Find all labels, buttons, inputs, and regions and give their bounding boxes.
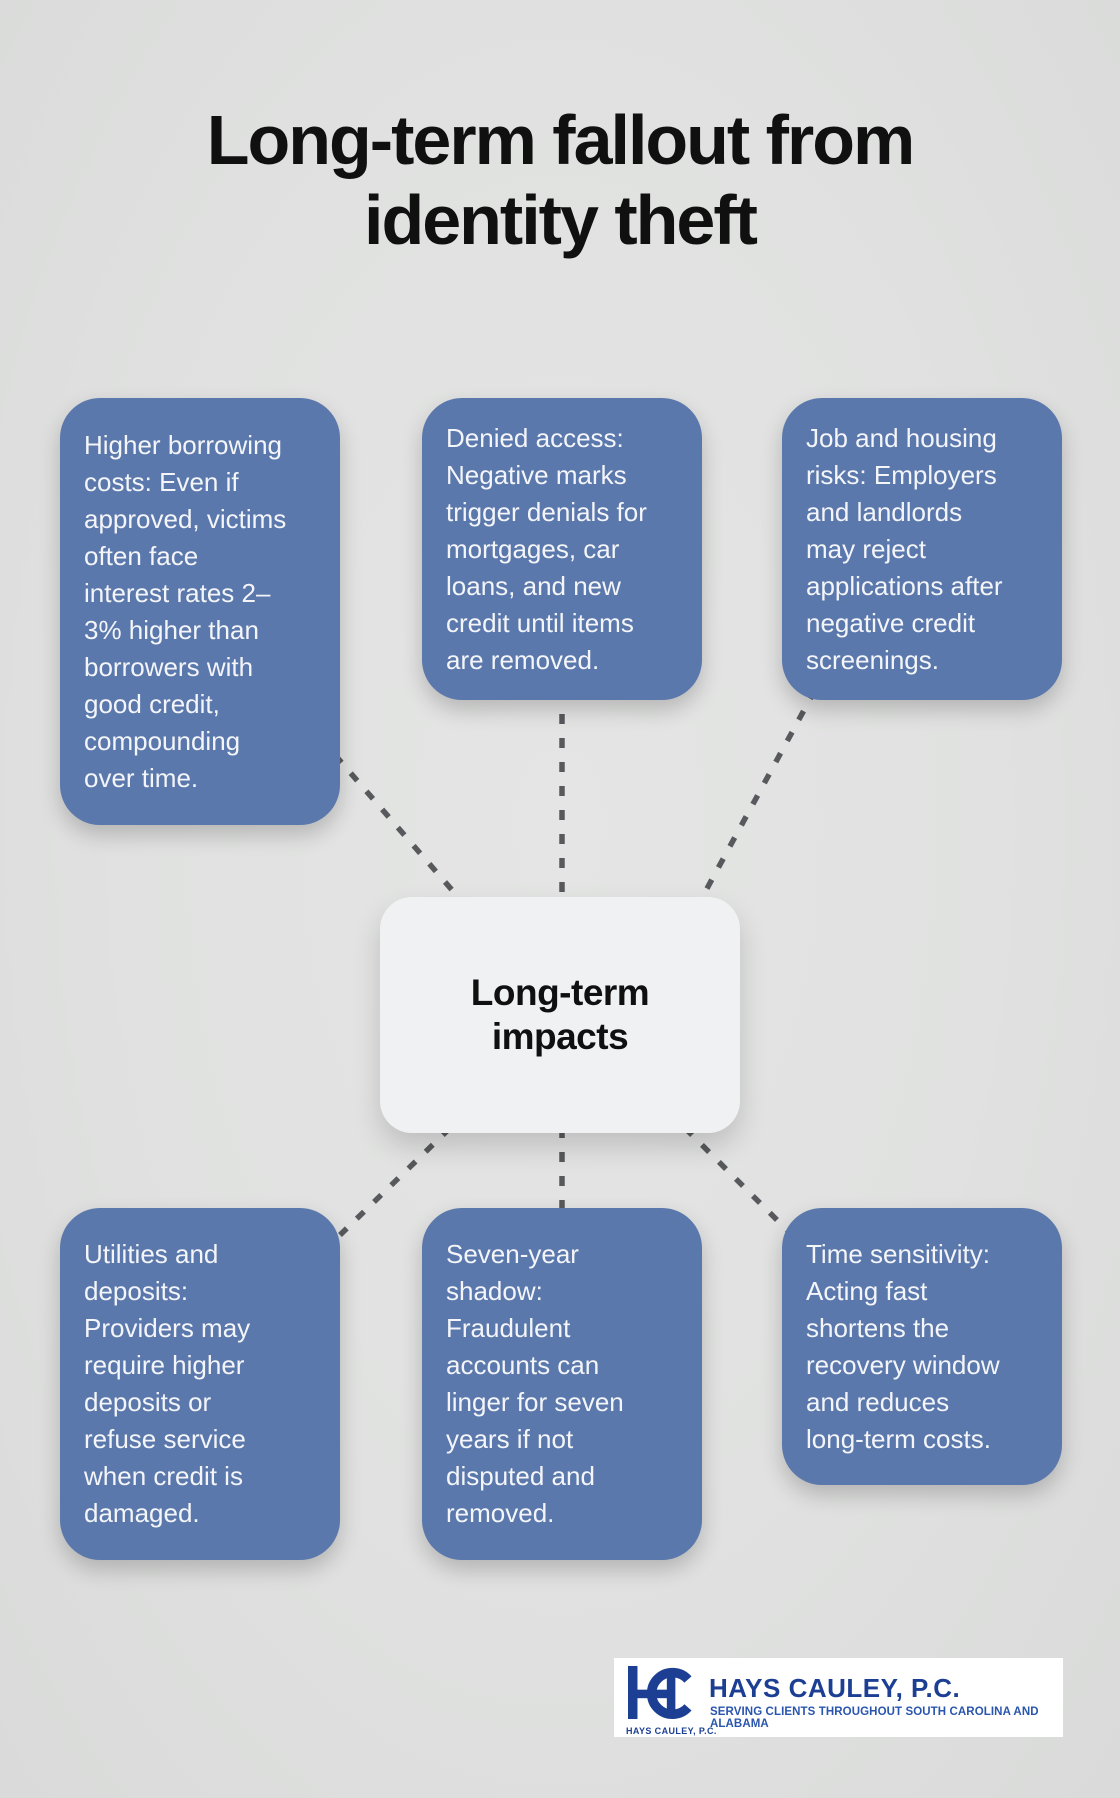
hc-monogram-icon [628, 1665, 692, 1720]
central-node-label: Long-term impacts [470, 972, 650, 1057]
impact-card-job-housing-risks: Job and housing risks: Employers and lan… [782, 398, 1062, 700]
impact-card-text: Job and housing risks: Employers and lan… [806, 422, 1003, 675]
impact-card-borrowing-costs: Higher borrowing costs: Even if approved… [60, 398, 340, 825]
logo-tagline: SERVING CLIENTS THROUGHOUT SOUTH CAROLIN… [710, 1706, 1039, 1730]
impact-card-text: Higher borrowing costs: Even if approved… [84, 429, 287, 793]
page-title: Long-term fallout from identity theft [206, 101, 915, 259]
connector-line-top-right [695, 688, 818, 907]
impact-card-time-sensitivity: Time sensitivity: Acting fast shortens t… [782, 1208, 1062, 1485]
connector-line-top-left [332, 753, 468, 907]
connector-line-bottom-right [683, 1126, 797, 1240]
impact-card-seven-year-shadow: Seven-year shadow: Fraudulent accounts c… [422, 1208, 702, 1560]
logo-firm-name: HAYS CAULEY, P.C. [709, 1673, 961, 1703]
logo-small-label: HAYS CAULEY, P.C. [626, 1726, 717, 1736]
impact-card-denied-access: Denied access: Negative marks trigger de… [422, 398, 702, 700]
impact-card-text: Seven-year shadow: Fraudulent accounts c… [446, 1239, 624, 1528]
connector-line-bottom-left [338, 1126, 452, 1237]
logo-hays-cauley: HAYS CAULEY, P.C. HAYS CAULEY, P.C. SERV… [614, 1658, 1063, 1737]
impact-card-text: Utilities and deposits: Providers may re… [84, 1239, 251, 1528]
central-node: Long-term impacts [380, 897, 740, 1133]
impact-card-text: Denied access: Negative marks trigger de… [446, 422, 647, 675]
impact-card-utilities-deposits: Utilities and deposits: Providers may re… [60, 1208, 340, 1560]
impact-card-text: Time sensitivity: Acting fast shortens t… [806, 1238, 1000, 1454]
